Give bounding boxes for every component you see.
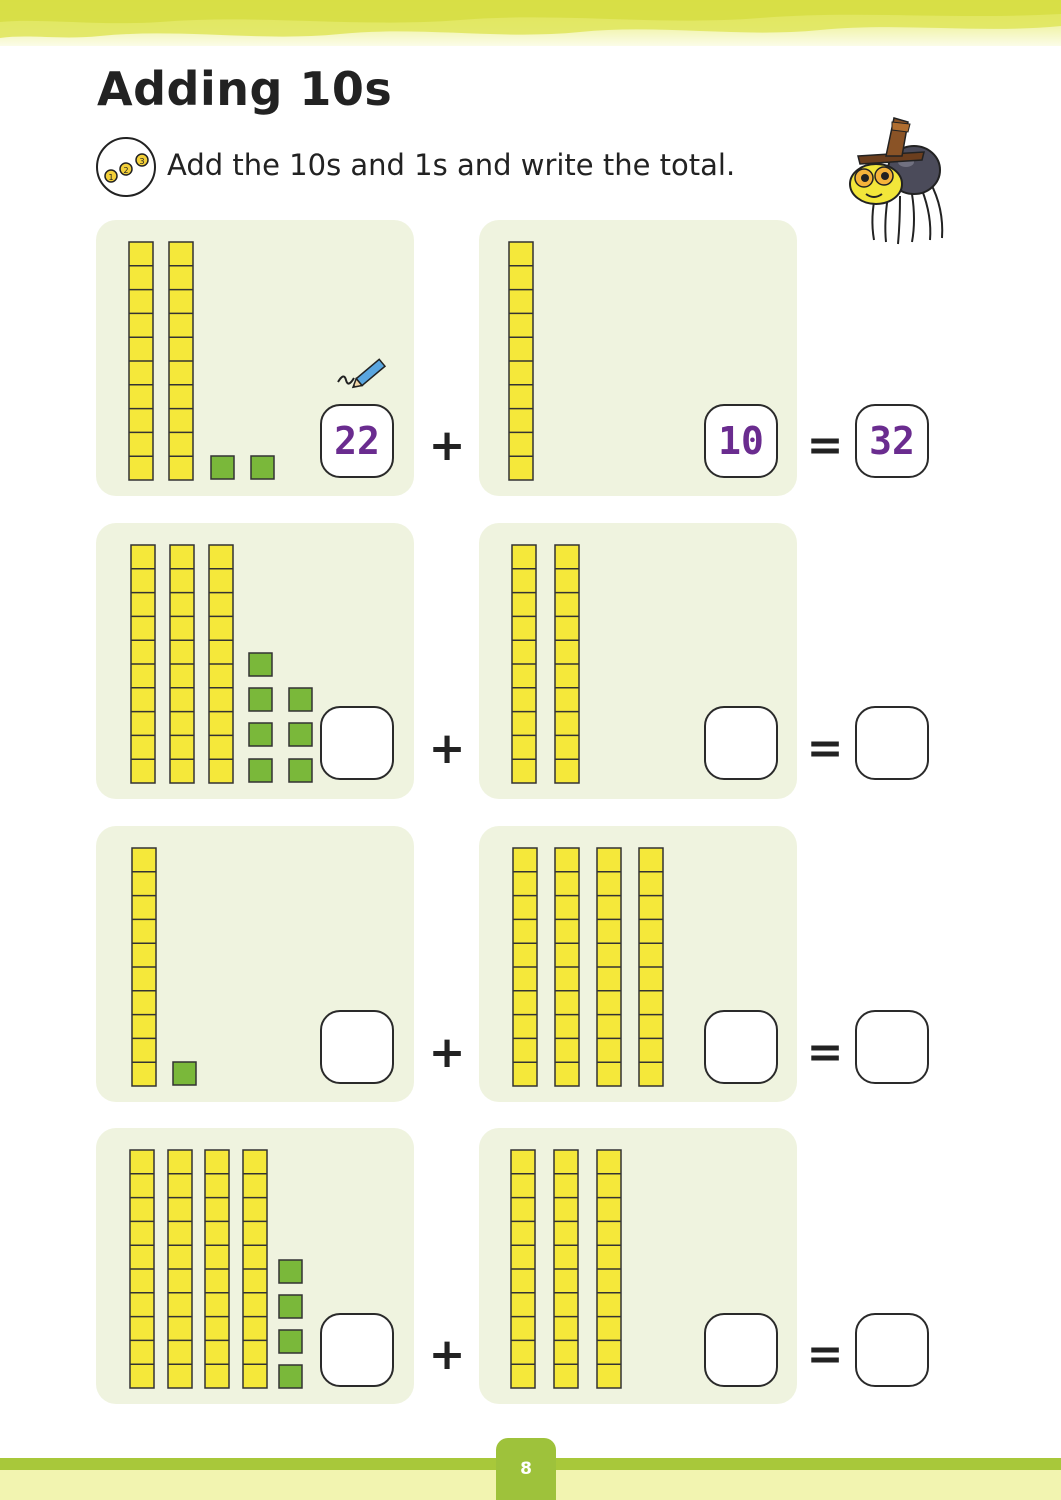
- ten-rod: [167, 1149, 193, 1389]
- base-ten-blocks: [129, 1149, 303, 1389]
- one-cube: [248, 687, 273, 712]
- painted-stroke: [0, 0, 1061, 38]
- one-cube: [288, 722, 313, 747]
- answer-box-row1-tens[interactable]: 22: [320, 404, 394, 478]
- one-cube: [210, 455, 235, 480]
- plus-sign: +: [428, 1027, 466, 1078]
- top-decorative-band: [0, 0, 1061, 46]
- ten-rod: [508, 241, 534, 481]
- base-ten-blocks: [128, 241, 275, 481]
- svg-text:2: 2: [123, 166, 128, 175]
- panel-row1-right: [479, 220, 797, 496]
- base-ten-blocks: [508, 241, 534, 481]
- one-cube: [278, 1259, 303, 1284]
- panel-row2-right: [479, 523, 797, 799]
- panel-row4-left: [96, 1128, 414, 1404]
- answer-box-row3-added[interactable]: [704, 1010, 778, 1084]
- one-cube: [248, 652, 273, 677]
- ten-rod: [553, 1149, 579, 1389]
- ten-rod: [596, 847, 622, 1087]
- one-cube: [278, 1294, 303, 1319]
- answer-box-row3-tens[interactable]: [320, 1010, 394, 1084]
- ten-rod: [510, 1149, 536, 1389]
- equals-sign: =: [806, 1329, 844, 1380]
- plus-sign: +: [428, 723, 466, 774]
- equals-sign: =: [806, 723, 844, 774]
- ten-rod: [208, 544, 234, 784]
- plus-sign: +: [428, 420, 466, 471]
- answer-box-row1-added[interactable]: 10: [704, 404, 778, 478]
- answer-box-row1-total[interactable]: 32: [855, 404, 929, 478]
- counting-steps-icon: 1 2 3: [96, 137, 156, 197]
- page-title: Adding 10s: [97, 62, 393, 116]
- svg-text:1: 1: [108, 173, 113, 182]
- plus-sign: +: [428, 1329, 466, 1380]
- answer-box-row4-total[interactable]: [855, 1313, 929, 1387]
- instruction-text: Add the 10s and 1s and write the total.: [167, 148, 736, 182]
- one-cube: [250, 455, 275, 480]
- ten-rod: [511, 544, 537, 784]
- svg-text:3: 3: [139, 157, 144, 166]
- ten-rod: [128, 241, 154, 481]
- answer-box-row4-added[interactable]: [704, 1313, 778, 1387]
- ten-rod: [554, 544, 580, 784]
- one-cube: [288, 758, 313, 783]
- one-cube: [248, 758, 273, 783]
- ten-rod: [130, 544, 156, 784]
- spider-mascot: [849, 117, 944, 245]
- base-ten-blocks: [131, 847, 197, 1087]
- ten-rod: [204, 1149, 230, 1389]
- answer-box-row2-total[interactable]: [855, 706, 929, 780]
- one-cube: [278, 1329, 303, 1354]
- base-ten-blocks: [512, 847, 664, 1087]
- ten-rod: [129, 1149, 155, 1389]
- one-cube: [248, 722, 273, 747]
- pencil-icon: [337, 358, 387, 389]
- ten-rod: [169, 544, 195, 784]
- answer-box-row3-total[interactable]: [855, 1010, 929, 1084]
- ten-rod: [131, 847, 157, 1087]
- base-ten-blocks: [510, 1149, 622, 1389]
- panel-row4-right: [479, 1128, 797, 1404]
- ten-rod: [512, 847, 538, 1087]
- one-cube: [288, 687, 313, 712]
- ten-rod: [554, 847, 580, 1087]
- ten-rod: [638, 847, 664, 1087]
- equals-sign: =: [806, 420, 844, 471]
- base-ten-blocks: [511, 544, 580, 784]
- equals-sign: =: [806, 1027, 844, 1078]
- one-cube: [278, 1364, 303, 1389]
- ten-rod: [596, 1149, 622, 1389]
- one-cube: [172, 1061, 197, 1086]
- base-ten-blocks: [130, 544, 313, 784]
- ten-rod: [168, 241, 194, 481]
- answer-box-row4-tens[interactable]: [320, 1313, 394, 1387]
- page-number: 8: [496, 1438, 556, 1500]
- ten-rod: [242, 1149, 268, 1389]
- answer-box-row2-tens[interactable]: [320, 706, 394, 780]
- answer-box-row2-added[interactable]: [704, 706, 778, 780]
